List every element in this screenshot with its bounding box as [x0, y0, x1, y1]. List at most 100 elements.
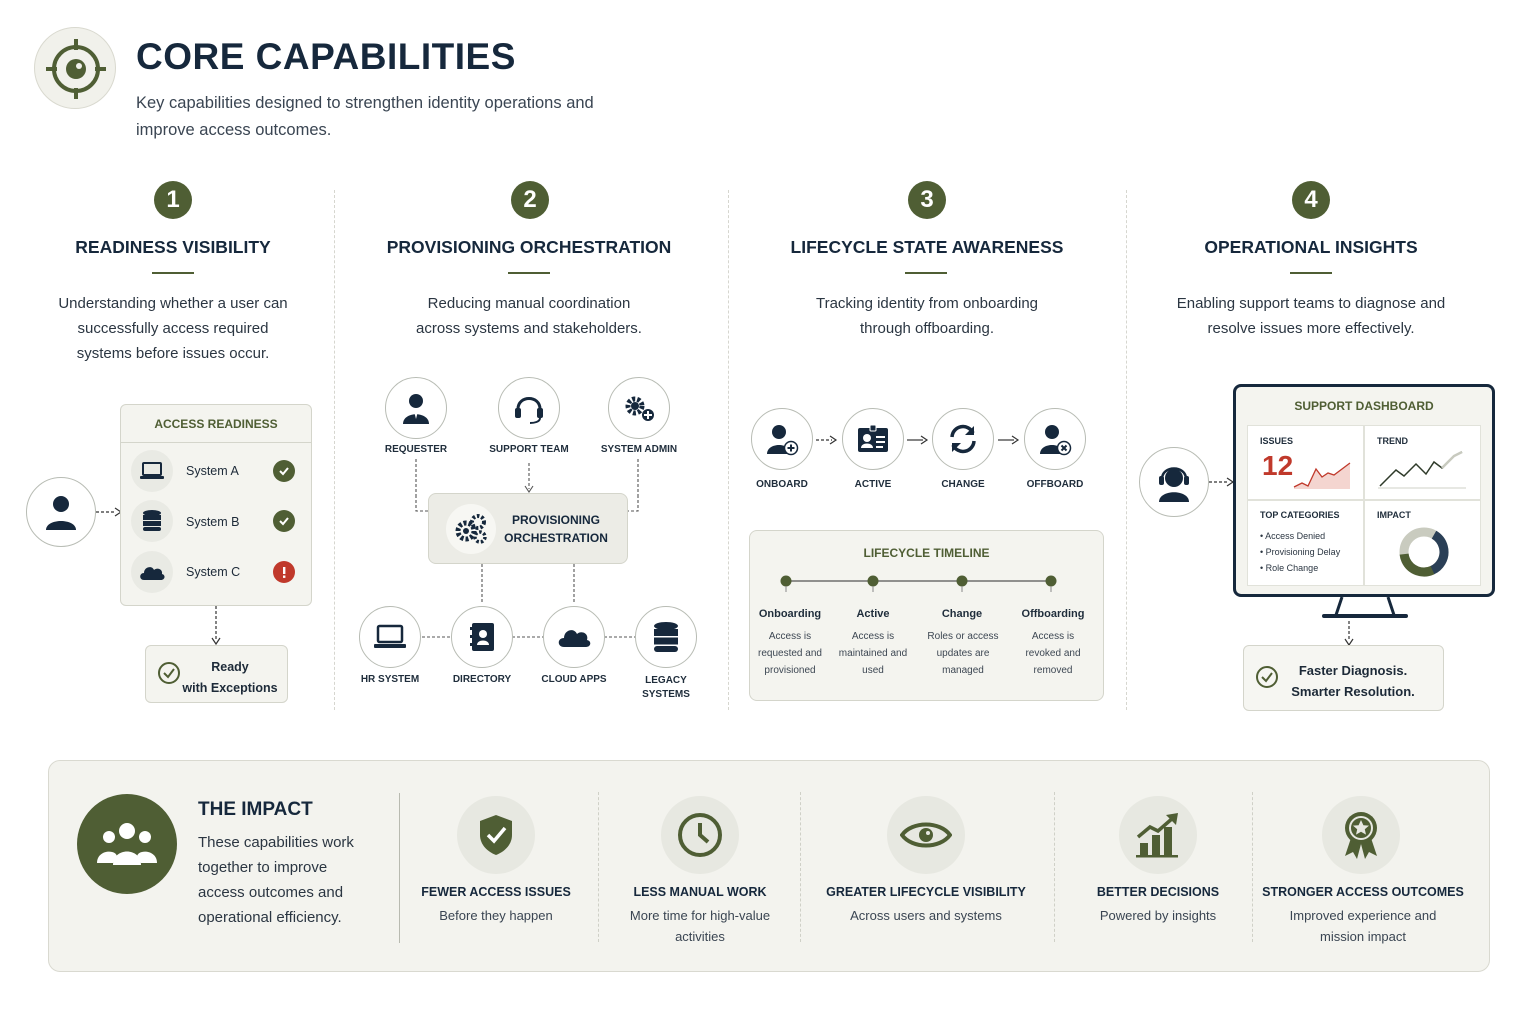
impact-item-subtitle: Before they happen: [439, 908, 553, 923]
column-description: Reducing manual coordination across syst…: [416, 295, 642, 337]
connector-lines: [481, 564, 575, 604]
timeline-step-text: Access is requested and provisioned: [758, 631, 822, 676]
alert-icon: [273, 561, 295, 583]
column-divider: [334, 190, 335, 710]
database-icon: [635, 606, 697, 668]
id-badge-icon: [842, 408, 904, 470]
column-description: Enabling support teams to diagnose and r…: [1176, 295, 1446, 337]
laptop-icon: [131, 450, 173, 492]
trend-label: TREND: [1377, 436, 1408, 446]
timeline-step-title: Onboarding: [758, 608, 822, 620]
page-title: CORE CAPABILITIES: [136, 36, 516, 77]
impact-divider: [1054, 792, 1055, 942]
monitor-stand: [1322, 597, 1408, 618]
check-icon: [273, 460, 295, 482]
timeline-title: LIFECYCLE TIMELINE: [863, 546, 990, 560]
actor-label: SYSTEM ADMIN: [600, 444, 678, 455]
impact-item-subtitle: Across users and systems: [850, 908, 1002, 923]
timeline-step-title: Offboarding: [1021, 608, 1085, 620]
step-number: 2: [511, 181, 549, 219]
impact-item-title: LESS MANUAL WORK: [633, 885, 767, 899]
impact-item-title: GREATER LIFECYCLE VISIBILITY: [826, 885, 1026, 899]
user-add-icon: [751, 408, 813, 470]
impact-item-subtitle: More time for high-value activities: [629, 908, 771, 944]
page-subtitle: Key capabilities designed to strengthen …: [136, 94, 594, 139]
column-description: Tracking identity from onboarding throug…: [815, 295, 1039, 337]
system-name: System C: [186, 565, 241, 579]
system-name: System A: [186, 464, 239, 478]
step-number: 1: [154, 181, 192, 219]
column-divider: [728, 190, 729, 710]
trend-chart: [1378, 450, 1466, 489]
clock-icon: [661, 796, 739, 874]
timeline-step-text: Access is revoked and removed: [1025, 631, 1081, 676]
list-item: • Access Denied: [1260, 531, 1326, 541]
impact-divider: [1252, 792, 1253, 942]
shield-check-icon: [457, 796, 535, 874]
category-name: Role Change: [1265, 563, 1319, 573]
timeline-step-title: Change: [941, 608, 983, 620]
impact-item-title: FEWER ACCESS ISSUES: [421, 885, 571, 899]
hub-line: ORCHESTRATION: [504, 531, 608, 545]
gears-icon: [446, 504, 496, 554]
target-label: CLOUD APPS: [541, 674, 607, 685]
system-name: System B: [186, 515, 240, 529]
issues-value: 12: [1262, 450, 1294, 481]
impact-divider: [399, 793, 400, 943]
target-label: DIRECTORY: [452, 674, 512, 685]
column-title: OPERATIONAL INSIGHTS: [1204, 237, 1418, 257]
arrow-connector: [998, 435, 1020, 445]
connector-lines: [415, 495, 639, 512]
timeline-track: [780, 575, 1057, 592]
title-rule: [1290, 272, 1332, 274]
dashboard-title: SUPPORT DASHBOARD: [1294, 399, 1434, 413]
lifecycle-timeline-panel: [749, 530, 1104, 701]
column-title: LIFECYCLE STATE AWARENESS: [790, 237, 1064, 257]
title-rule: [508, 272, 550, 274]
state-label: CHANGE: [941, 479, 985, 490]
impact-divider: [598, 792, 599, 942]
impact-label: IMPACT: [1377, 510, 1411, 520]
database-icon: [131, 500, 173, 542]
target-line: SYSTEMS: [642, 689, 690, 700]
impact-item-subtitle: Powered by insights: [1099, 908, 1217, 923]
timeline-step-title: Active: [856, 608, 890, 620]
category-name: Provisioning Delay: [1265, 547, 1341, 557]
check-circle-icon: [1255, 665, 1279, 694]
hub-label: PROVISIONING ORCHESTRATION: [500, 511, 612, 547]
column-description: Understanding whether a user can success…: [58, 295, 288, 362]
cloud-icon: [543, 606, 605, 668]
title-rule: [152, 272, 194, 274]
timeline-step-text: Access is maintained and used: [838, 631, 908, 676]
timeline-step-text: Roles or access updates are managed: [927, 631, 999, 676]
laptop-icon: [359, 606, 421, 668]
readiness-result: [145, 645, 288, 703]
result-line: Ready: [211, 660, 249, 674]
cloud-icon: [131, 551, 173, 593]
actor-label: SUPPORT TEAM: [489, 444, 569, 455]
impact-divider: [800, 792, 801, 942]
top-categories-label: TOP CATEGORIES: [1260, 510, 1340, 520]
requester-icon: [385, 377, 447, 439]
top-categories-list: • Access Denied • Provisioning Delay • R…: [1260, 528, 1340, 576]
list-item: • Role Change: [1260, 563, 1319, 573]
result-line: with Exceptions: [182, 681, 278, 695]
impact-panel: [48, 760, 1490, 972]
step-number: 4: [1292, 181, 1330, 219]
actor-label: REQUESTER: [384, 444, 448, 455]
result-line: Faster Diagnosis.: [1298, 663, 1408, 678]
target-label: LEGACY SYSTEMS: [616, 674, 716, 702]
step-number: 3: [908, 181, 946, 219]
hub-line: PROVISIONING: [511, 513, 600, 527]
eye-icon: [887, 796, 965, 874]
gears-icon: [608, 377, 670, 439]
arrow-connector: [1344, 621, 1354, 647]
impact-title: THE IMPACT: [198, 799, 313, 820]
impact-item-subtitle: Improved experience and mission impact: [1289, 908, 1437, 944]
arrow-connector: [211, 606, 221, 646]
award-icon: [1322, 796, 1400, 874]
insights-result-text: Faster Diagnosis. Smarter Resolution.: [1286, 660, 1420, 702]
refresh-icon: [932, 408, 994, 470]
state-label: OFFBOARD: [1026, 479, 1084, 490]
chart-growth-icon: [1119, 796, 1197, 874]
